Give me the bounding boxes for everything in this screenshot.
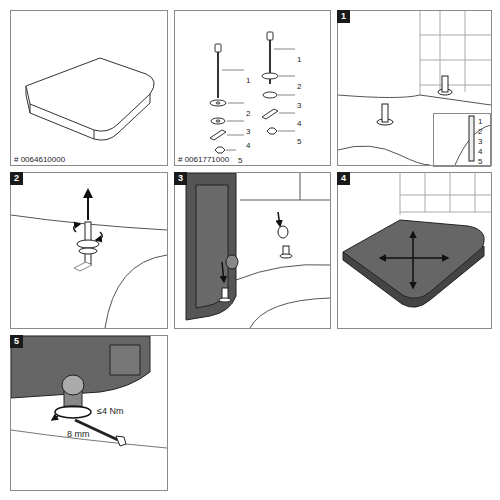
- seat-closed-part: [412, 258, 414, 288]
- fixing-parts-part: [267, 32, 273, 40]
- parts-panel: 1234512345# 0061771000: [174, 10, 331, 166]
- hinge-closeup-part: [62, 375, 84, 395]
- fixing-bolt-part: [87, 190, 89, 220]
- hinge-closeup-part: [55, 406, 91, 418]
- callout-number: 5: [478, 157, 482, 166]
- fixing-bolt: [377, 76, 474, 161]
- callout-number: 3: [297, 101, 301, 110]
- step-panel: 3: [174, 172, 331, 329]
- hinge-closeup-part: [110, 345, 140, 375]
- step-number: 4: [337, 172, 350, 185]
- callout-number: 2: [478, 127, 482, 136]
- hinge-closeup-part: [11, 430, 167, 448]
- callout-number: 1: [478, 117, 482, 126]
- step-number: 2: [10, 172, 23, 185]
- fixing-parts-part: [263, 92, 277, 98]
- fixing-bolt-part: [74, 224, 80, 232]
- step-panel: 4: [337, 172, 492, 329]
- bowl-scene: [338, 11, 491, 165]
- seat-closed-part: [412, 232, 414, 258]
- callout-number: 4: [246, 141, 250, 150]
- step-panel: 5 ≤4 Nm 8 mm: [10, 335, 168, 491]
- bowl-scene-part: [338, 146, 430, 165]
- fixing-bolt-part: [96, 232, 102, 240]
- fixing-parts-part: [211, 118, 225, 124]
- bowl-scene-part: [236, 265, 330, 280]
- seat-upright-part: [186, 173, 236, 320]
- bowl-scene-part: [400, 173, 491, 215]
- seat-upright-part: [278, 212, 280, 226]
- fixing-parts-part: [215, 44, 221, 52]
- fixing-parts-part: [217, 52, 219, 98]
- article-number: # 0064610000: [14, 155, 65, 164]
- seat-lid-part: [26, 58, 154, 131]
- fixing-bolt-part: [469, 116, 474, 161]
- fixing-bolt-part: [79, 248, 97, 254]
- fixing-bolt: [74, 190, 103, 271]
- fixing-parts-part: [210, 130, 226, 140]
- callout-number: 1: [246, 76, 250, 85]
- seat-closed: [343, 220, 484, 307]
- fixing-bolt-part: [77, 240, 99, 248]
- fixing-parts-part: [222, 49, 295, 150]
- bowl-scene: [236, 173, 330, 328]
- fixing-parts-part: [262, 73, 278, 79]
- wrench-size: 8 mm: [67, 429, 90, 439]
- torque-value: ≤4 Nm: [97, 406, 123, 416]
- callout-number: 3: [246, 127, 250, 136]
- callout-number: 5: [297, 137, 301, 146]
- fixing-parts: [210, 32, 295, 153]
- seat-closed-part: [413, 257, 448, 259]
- fixing-bolt-part: [382, 104, 388, 122]
- hinge-closeup: [11, 336, 167, 448]
- fixing-parts-part: [216, 120, 220, 122]
- bowl-scene-part: [240, 173, 330, 200]
- step-panel: 2: [10, 172, 168, 329]
- callout-number: 3: [478, 137, 482, 146]
- fixing-parts-part: [210, 100, 226, 106]
- callout-number: 4: [297, 119, 301, 128]
- callout-number: 5: [238, 156, 242, 165]
- bowl-scene-part: [250, 298, 330, 328]
- seat-closed-part: [343, 220, 484, 298]
- seat-closed-part: [380, 257, 413, 259]
- step-panel: 112345: [337, 10, 492, 166]
- hinge-closeup-part: [116, 436, 126, 446]
- fixing-parts-part: [267, 128, 277, 134]
- bowl-scene-part: [105, 255, 167, 328]
- seat-upright: [186, 173, 292, 320]
- fixing-bolt-part: [442, 76, 448, 92]
- callout-number: 4: [478, 147, 482, 156]
- seat-upright-part: [280, 254, 292, 258]
- seat-upright-part: [219, 298, 231, 302]
- detail-inset: 12345: [433, 113, 491, 167]
- bowl-scene-part: [338, 95, 491, 105]
- fixing-parts-part: [216, 102, 220, 104]
- fixing-parts-part: [262, 109, 278, 119]
- callout-number: 2: [297, 82, 301, 91]
- seat-upright-part: [196, 185, 228, 308]
- callout-number: 1: [297, 55, 301, 64]
- step-number: 1: [337, 10, 350, 23]
- step-number: 5: [10, 335, 23, 348]
- article-number: # 0061771000: [178, 155, 229, 164]
- seat-lid: [26, 58, 154, 140]
- hinge-closeup-part: [11, 336, 150, 398]
- seat-upright-part: [222, 262, 224, 282]
- step-number: 3: [174, 172, 187, 185]
- bowl-scene: [11, 215, 167, 328]
- bowl-scene-part: [420, 11, 491, 95]
- fixing-bolt-part: [74, 262, 92, 271]
- product-panel: # 0064610000: [10, 10, 168, 166]
- fixing-parts-part: [215, 147, 225, 153]
- seat-upright-part: [226, 255, 238, 269]
- bowl-scene: [400, 173, 491, 215]
- hinge-closeup-part: [52, 416, 58, 420]
- callout-number: 2: [246, 109, 250, 118]
- seat-upright-part: [278, 226, 288, 238]
